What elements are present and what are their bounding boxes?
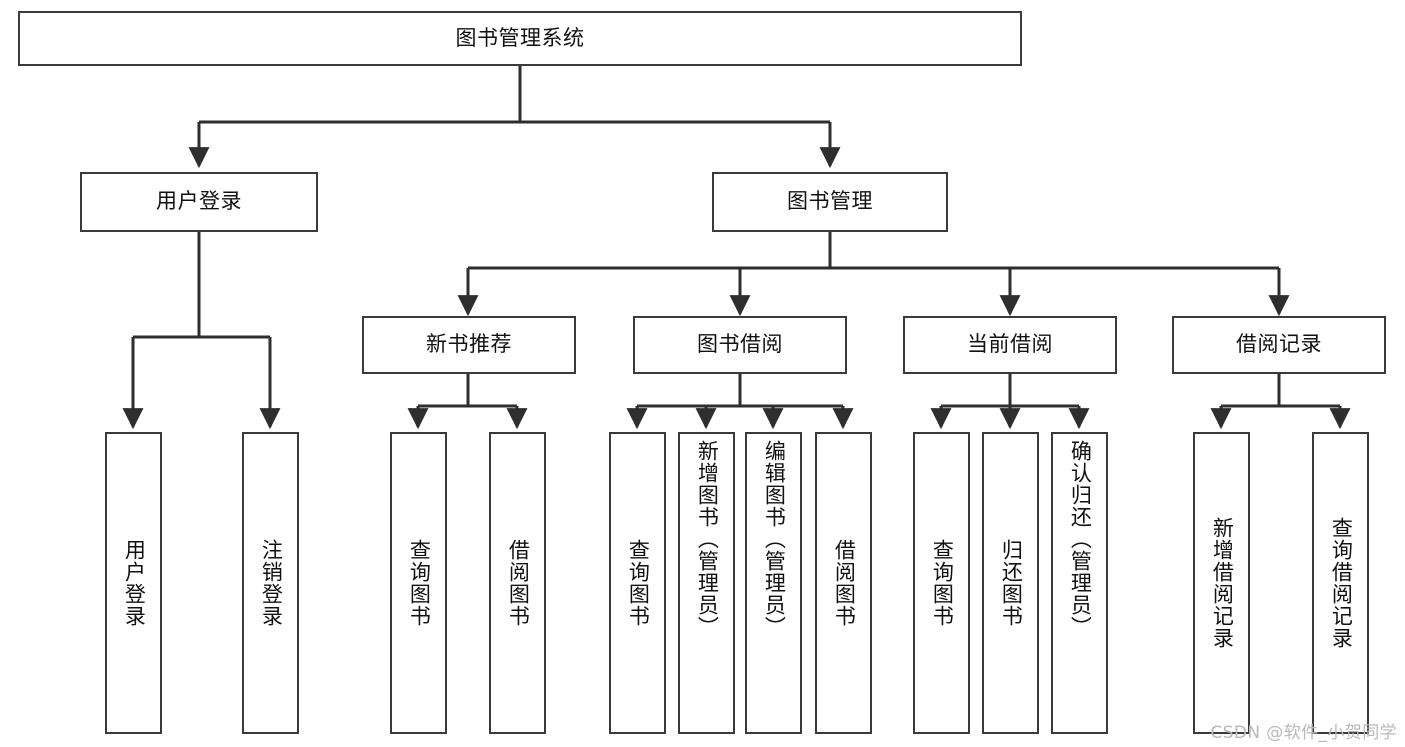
- node-current-borrow-label: 当前借阅: [967, 332, 1053, 357]
- leaf-new-book-query-label: 查询图书: [407, 539, 432, 627]
- leaf-borrow-record-add[interactable]: 新增借阅记录: [1193, 432, 1250, 734]
- leaf-book-borrow-add-label: 新增图书（管理员）: [695, 440, 720, 638]
- leaf-current-borrow-query-label: 查询图书: [930, 539, 955, 627]
- leaf-current-borrow-query[interactable]: 查询图书: [913, 432, 970, 734]
- leaf-book-borrow-query[interactable]: 查询图书: [609, 432, 666, 734]
- node-book-management[interactable]: 图书管理: [712, 172, 948, 232]
- leaf-borrow-record-query[interactable]: 查询借阅记录: [1312, 432, 1369, 734]
- leaf-current-borrow-return-label: 归还图书: [999, 539, 1024, 627]
- node-user-login[interactable]: 用户登录: [80, 172, 318, 232]
- node-book-borrow-label: 图书借阅: [697, 332, 783, 357]
- node-borrow-record-label: 借阅记录: [1236, 332, 1322, 357]
- node-user-login-label: 用户登录: [156, 189, 242, 214]
- node-root-label: 图书管理系统: [455, 25, 585, 50]
- csdn-watermark: CSDN @软件_小贺同学: [1210, 723, 1397, 743]
- leaf-current-borrow-confirm[interactable]: 确认归还（管理员）: [1051, 432, 1108, 734]
- node-book-management-label: 图书管理: [787, 189, 873, 214]
- leaf-book-borrow-edit[interactable]: 编辑图书（管理员）: [745, 432, 802, 734]
- node-book-borrow[interactable]: 图书借阅: [633, 316, 847, 374]
- leaf-user-login-logout[interactable]: 注销登录: [242, 432, 299, 734]
- leaf-book-borrow-add[interactable]: 新增图书（管理员）: [678, 432, 735, 734]
- leaf-book-borrow-borrow[interactable]: 借阅图书: [815, 432, 872, 734]
- leaf-new-book-borrow-label: 借阅图书: [506, 539, 531, 627]
- leaf-current-borrow-confirm-label: 确认归还（管理员）: [1068, 440, 1093, 638]
- leaf-current-borrow-return[interactable]: 归还图书: [982, 432, 1039, 734]
- leaf-borrow-record-query-label: 查询借阅记录: [1329, 517, 1354, 649]
- node-root-book-management-system[interactable]: 图书管理系统: [18, 11, 1022, 66]
- leaf-user-login-login-label: 用户登录: [122, 539, 147, 627]
- leaf-book-borrow-query-label: 查询图书: [626, 539, 651, 627]
- node-current-borrow[interactable]: 当前借阅: [903, 316, 1117, 374]
- leaf-book-borrow-edit-label: 编辑图书（管理员）: [762, 440, 787, 638]
- node-borrow-record[interactable]: 借阅记录: [1172, 316, 1386, 374]
- node-new-book-recommend[interactable]: 新书推荐: [362, 316, 576, 374]
- leaf-new-book-borrow[interactable]: 借阅图书: [489, 432, 546, 734]
- leaf-new-book-query[interactable]: 查询图书: [390, 432, 447, 734]
- leaf-user-login-login[interactable]: 用户登录: [105, 432, 162, 734]
- leaf-book-borrow-borrow-label: 借阅图书: [832, 539, 857, 627]
- node-new-book-recommend-label: 新书推荐: [426, 332, 512, 357]
- leaf-borrow-record-add-label: 新增借阅记录: [1210, 517, 1235, 649]
- leaf-user-login-logout-label: 注销登录: [259, 539, 284, 627]
